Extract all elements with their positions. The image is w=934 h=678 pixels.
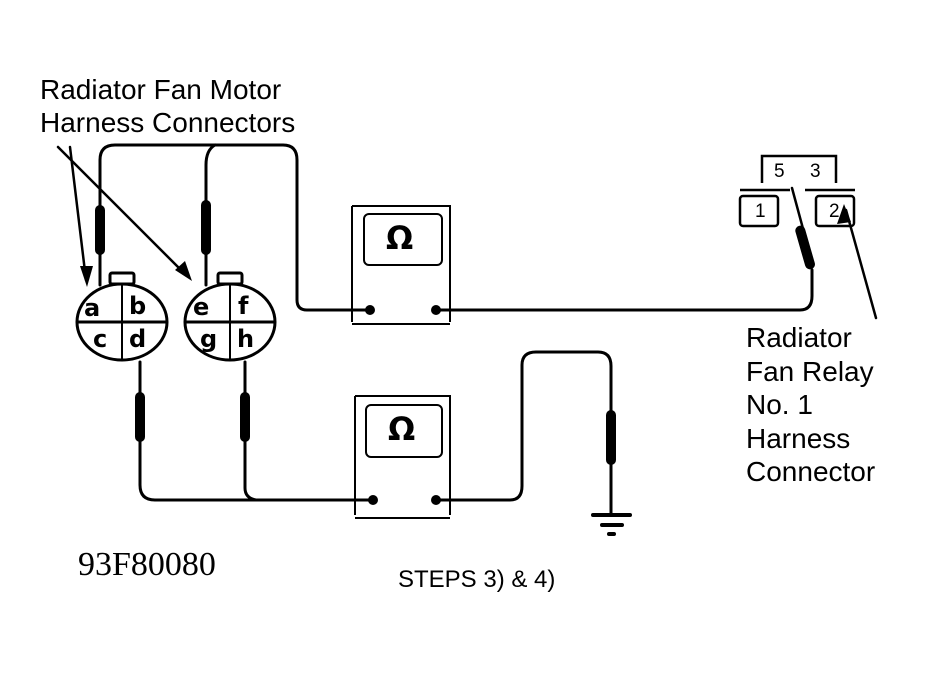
relay-connector [738, 154, 856, 228]
pin-g: g [200, 325, 218, 353]
pin-f: f [238, 292, 249, 320]
probe-a [95, 205, 105, 255]
wire-d-to-bottom-meter [138, 360, 372, 502]
probe-ground [606, 410, 616, 465]
ground-icon [591, 513, 632, 536]
motor-connectors-label-line1: Radiator Fan Motor [40, 74, 282, 105]
pin-a: a [84, 294, 101, 322]
ohm-icon-bottom: Ω [388, 410, 416, 448]
meter-bottom-terminal-left [368, 495, 378, 505]
pin-d: d [129, 325, 147, 353]
relay-pin-1: 1 [755, 201, 766, 222]
ohmmeter-top [351, 205, 451, 325]
arrowheads [80, 204, 851, 287]
relay-pin-5: 5 [774, 161, 785, 182]
wire-h-to-bottom-wire [243, 360, 258, 502]
probe-relay [795, 225, 815, 270]
probe-h [240, 392, 250, 442]
figure-id: 93F80080 [78, 546, 216, 583]
relay-label-line3: No. 1 [746, 389, 813, 420]
relay-pin-3: 3 [810, 161, 821, 182]
pin-h: h [237, 325, 255, 353]
meter-bottom-terminal-right [431, 495, 441, 505]
probe-d [135, 392, 145, 442]
meter-top-terminal-left [365, 305, 375, 315]
wire-a-to-top-meter [98, 143, 372, 312]
arrowhead-icon [175, 261, 192, 281]
relay-label-line5: Connector [746, 456, 876, 487]
arrowhead-icon [80, 266, 93, 287]
wire-e-to-top-wire [204, 143, 217, 287]
connector-efgh [183, 271, 277, 362]
relay-connector-label: Radiator Fan Relay No. 1 Harness Connect… [746, 321, 875, 489]
ohm-icon-top: Ω [386, 219, 414, 257]
pin-b: b [129, 292, 147, 320]
wire-top-meter-to-relay [434, 268, 814, 312]
relay-label-line1: Radiator [746, 322, 852, 353]
motor-connectors-label: Radiator Fan Motor Harness Connectors [40, 73, 295, 139]
relay-label-line4: Harness [746, 422, 851, 454]
pointer-line-1 [68, 145, 88, 282]
wire-bottom-meter-to-ground [434, 350, 613, 517]
connector-abcd [75, 271, 169, 362]
probe-e [201, 200, 211, 255]
arrowhead-icon [837, 204, 851, 224]
ohmmeter-bottom [354, 395, 451, 519]
relay-pin-2: 2 [829, 201, 840, 222]
pointer-line-relay [844, 208, 878, 320]
meter-top-terminal-right [431, 305, 441, 315]
relay-label-line2: Fan Relay [746, 355, 874, 387]
pointer-line-2 [56, 145, 188, 277]
pin-e: e [193, 293, 210, 321]
steps-caption: STEPS 3) & 4) [398, 566, 556, 593]
motor-connectors-label-line2: Harness Connectors [40, 107, 296, 138]
pin-c: c [93, 325, 108, 353]
